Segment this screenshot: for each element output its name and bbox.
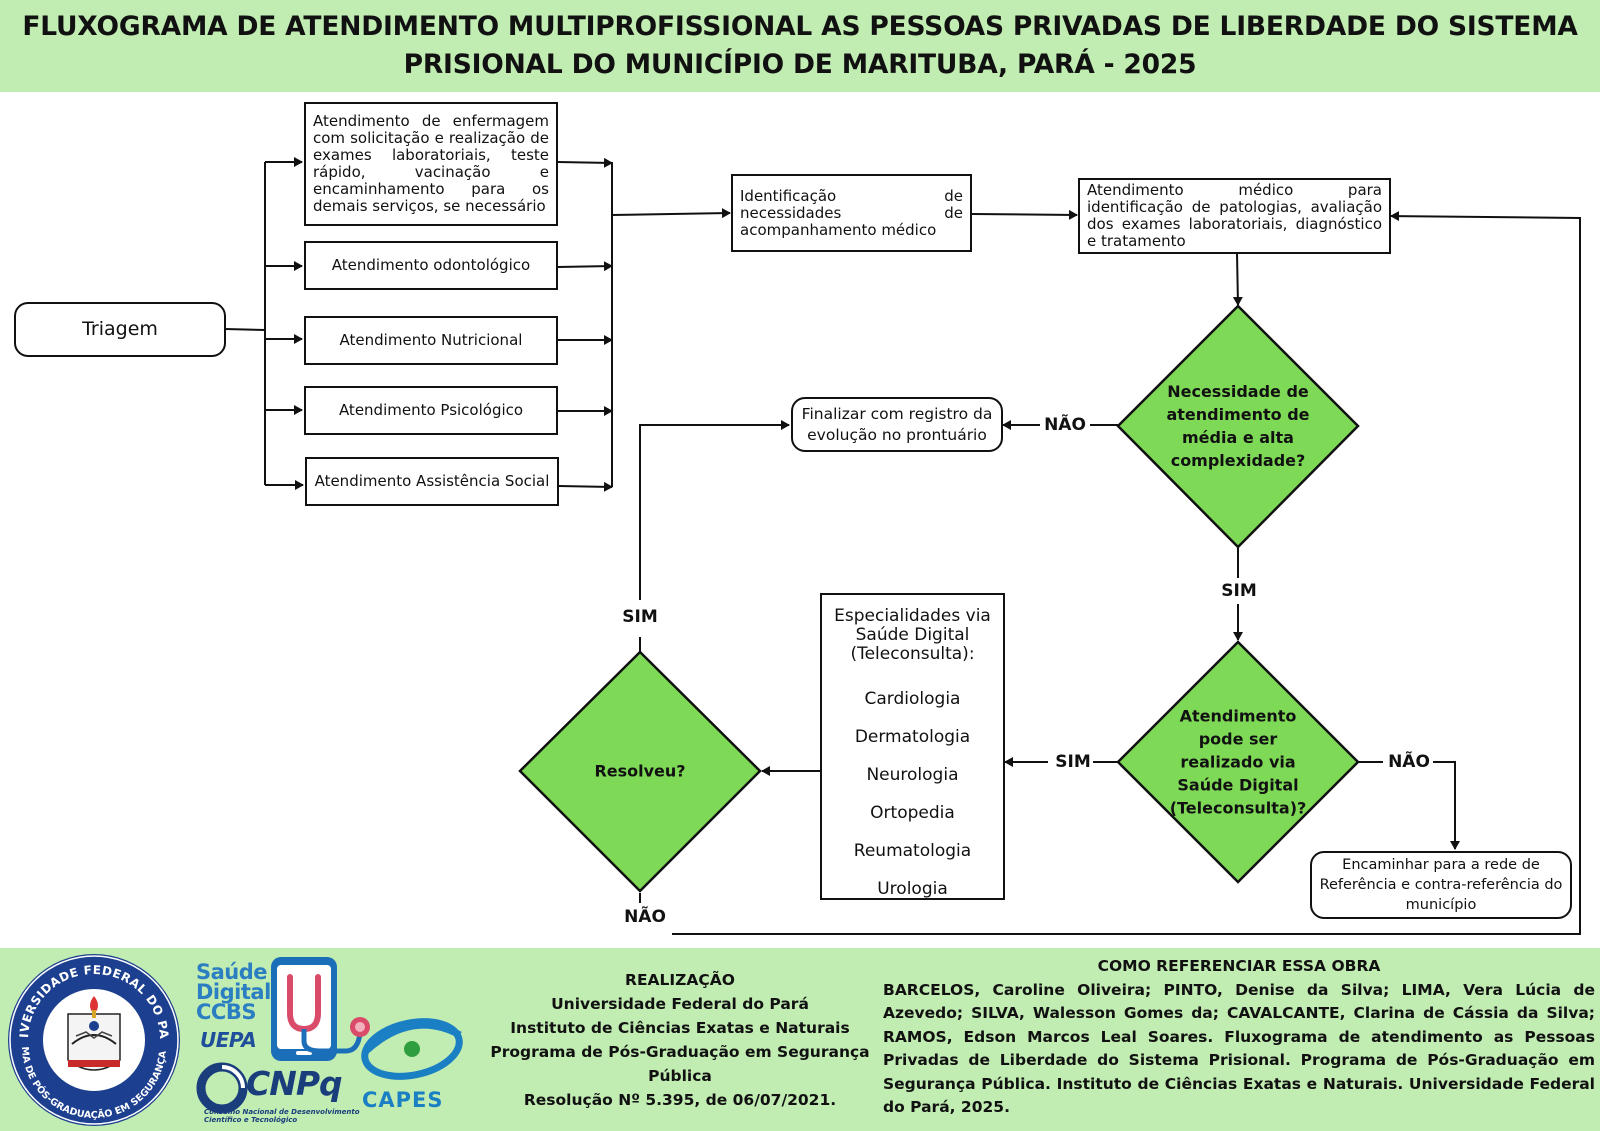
atendimento-medico-label: Atendimento médico para identificação de…	[1087, 181, 1382, 250]
realizacao-line2: Instituto de Ciências Exatas e Naturais	[510, 1019, 850, 1037]
node-finalizar: Finalizar com registro da evolução no pr…	[791, 397, 1003, 452]
capes-wordmark: CAPES	[362, 1088, 444, 1112]
header-bar	[0, 0, 1600, 92]
uepa-logo: UEPA	[200, 1028, 257, 1052]
edge-nao-encaminhar	[1433, 761, 1460, 850]
especialidade-item: Reumatologia	[853, 841, 972, 861]
node-identificacao: Identificação de necessidades de acompan…	[731, 174, 972, 252]
cnpq-wordmark: CNPq	[246, 1064, 343, 1103]
label-sim-saude-digital: SIM	[1055, 752, 1091, 772]
edge-nao-loop	[672, 211, 1581, 935]
especialidade-item: Ortopedia	[870, 803, 955, 823]
realizacao-heading: REALIZAÇÃO	[625, 971, 735, 989]
edge-enfermagem-bus	[557, 157, 613, 168]
especialidade-item: Cardiologia	[864, 689, 961, 709]
odontologico-label: Atendimento odontológico	[331, 256, 531, 274]
cnpq-subtitle: Conselho Nacional de Desenvolvimento Cie…	[204, 1108, 360, 1124]
saude-digital-line1: Saúde	[196, 960, 268, 984]
saude-digital-logo: Saúde Digital CCBS	[196, 960, 271, 1024]
especialidades-list: Cardiologia Dermatologia Neurologia Orto…	[854, 680, 971, 908]
decision-saude-digital-text: Atendimento pode ser realizado via Saúde…	[1169, 706, 1307, 818]
enfermagem-label: Atendimento de enfermagem com solicitaçã…	[313, 112, 549, 215]
node-assistencia-social: Atendimento Assistência Social	[305, 457, 559, 506]
edge-triagem-bus	[224, 328, 266, 331]
psicologico-label: Atendimento Psicológico	[338, 401, 524, 419]
stethoscope-phone-icon	[271, 957, 370, 1061]
especialidade-item: Urologia	[877, 879, 948, 899]
footer-bar	[0, 948, 1600, 1131]
cnpq-logo-mark	[196, 1062, 248, 1114]
page-title: FLUXOGRAMA DE ATENDIMENTO MULTIPROFISSIO…	[22, 11, 1578, 80]
decision-complexidade-text: Necessidade de atendimento de média e al…	[1166, 382, 1310, 470]
ufpa-seal-logo: UNIVERSIDADE FEDERAL DO PARÁ PROGRAMA DE…	[6, 952, 180, 1126]
node-encaminhar: Encaminhar para a rede de Referência e c…	[1310, 851, 1572, 919]
realizacao-line3: Programa de Pós-Graduação em Segurança P…	[490, 1043, 870, 1085]
capes-logo-mark	[361, 1018, 463, 1080]
saude-digital-line2: Digital	[196, 980, 271, 1004]
label-sim-complexidade: SIM	[1221, 581, 1257, 601]
label-nao-resolveu: NÃO	[624, 907, 666, 927]
encaminhar-label: Encaminhar para a rede de Referência e c…	[1319, 857, 1563, 913]
flow-connectors	[224, 157, 1581, 935]
especialidade-item: Dermatologia	[854, 727, 971, 747]
triagem-label: Triagem	[82, 318, 158, 340]
edge-identificacao-medico	[971, 209, 1078, 220]
edge-bus-identificacao	[611, 208, 731, 219]
referencia-text: BARCELOS, Caroline Oliveira; PINTO, Deni…	[883, 980, 1595, 1117]
realizacao-line4: Resolução Nº 5.395, de 06/07/2021.	[523, 1091, 837, 1109]
edge-assistencia-bus	[558, 481, 613, 492]
node-atendimento-medico: Atendimento médico para identificação de…	[1078, 178, 1391, 254]
node-enfermagem: Atendimento de enfermagem com solicitaçã…	[304, 102, 558, 226]
node-psicologico: Atendimento Psicológico	[304, 386, 558, 435]
identificacao-label: Identificação de necessidades de acompan…	[740, 186, 963, 239]
referencia-heading: COMO REFERENCIAR ESSA OBRA	[1097, 957, 1381, 975]
assistencia-social-label: Atendimento Assistência Social	[314, 472, 550, 490]
node-odontologico: Atendimento odontológico	[304, 241, 558, 290]
especialidade-item: Neurologia	[866, 765, 959, 785]
decision-saude-digital-diamond	[1116, 640, 1360, 884]
referencia-block: COMO REFERENCIAR ESSA OBRA BARCELOS, Car…	[883, 955, 1595, 1120]
decision-complexidade-diamond	[1116, 304, 1360, 549]
edge-medico-complexidade	[1232, 252, 1243, 306]
especialidades-title: Especialidades via Saúde Digital (Teleco…	[834, 606, 991, 664]
realizacao-block: REALIZAÇÃO Universidade Federal do Pará …	[486, 968, 874, 1112]
label-sim-resolveu: SIM	[622, 607, 658, 627]
edge-odontologico-bus	[557, 261, 613, 272]
node-nutricional: Atendimento Nutricional	[304, 316, 558, 365]
saude-digital-line3: CCBS	[196, 1000, 256, 1024]
finalizar-label: Finalizar com registro da evolução no pr…	[801, 404, 993, 444]
label-nao-saude-digital: NÃO	[1388, 752, 1430, 772]
realizacao-line1: Universidade Federal do Pará	[551, 995, 809, 1013]
node-especialidades: Especialidades via Saúde Digital (Teleco…	[820, 593, 1005, 900]
decision-resolveu-diamond	[518, 650, 762, 893]
nutricional-label: Atendimento Nutricional	[339, 331, 523, 349]
label-nao-complexidade: NÃO	[1044, 415, 1086, 435]
node-triagem: Triagem	[14, 302, 226, 357]
edge-resolveu-sim-top	[639, 420, 790, 600]
decision-resolveu-text: Resolveu?	[594, 761, 686, 781]
